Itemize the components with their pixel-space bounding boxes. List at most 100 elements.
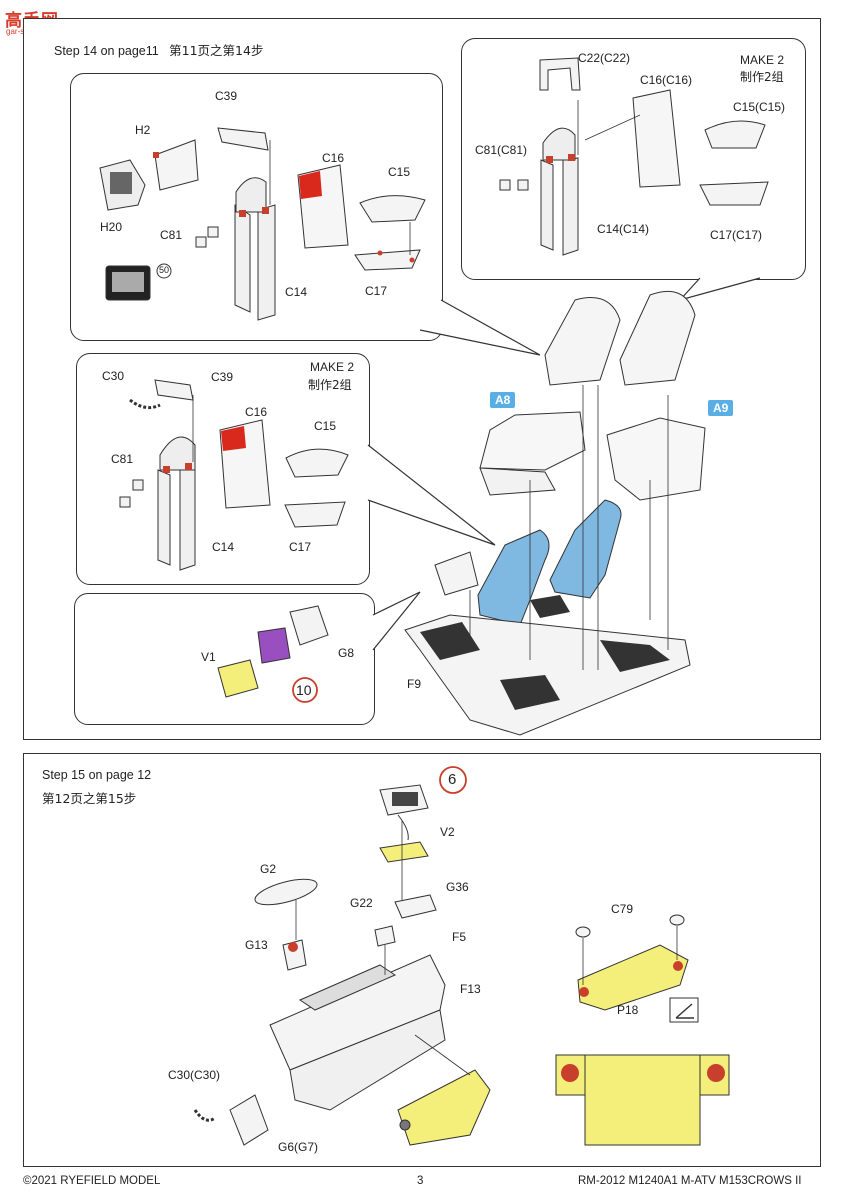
- step15-header-en: Step 15 on page 12: [42, 768, 152, 782]
- label-g6: G6(G7): [278, 1140, 319, 1154]
- part-c14-right: [540, 127, 579, 256]
- seat-blue-left: [477, 529, 550, 626]
- part-c14: [234, 177, 276, 321]
- part-h20: [99, 159, 146, 211]
- label-c30: C30(C30): [168, 1068, 221, 1082]
- label-c17-right: C17(C17): [710, 228, 763, 242]
- label-g36: G36: [446, 880, 469, 894]
- part-h2: [154, 139, 199, 191]
- label-c17-mid: C17: [289, 540, 312, 554]
- callout-lower: [74, 593, 375, 725]
- label-f5: F5: [452, 930, 467, 944]
- part-c39: [217, 127, 269, 151]
- label-v1: V1: [201, 650, 216, 664]
- part-g22: [374, 925, 396, 947]
- label-make2-mid: MAKE 2: [310, 360, 355, 374]
- label-c81: C81: [160, 228, 183, 242]
- label-c16-right: C16(C16): [640, 73, 693, 87]
- part-c81m-b: [119, 496, 131, 508]
- label-p18: P18: [617, 1003, 639, 1017]
- callout-right-top: [461, 38, 806, 280]
- label-f9: F9: [407, 677, 422, 691]
- part-p18-flat: [584, 1054, 701, 1146]
- label-v2: V2: [440, 825, 455, 839]
- label-f13: F13: [460, 982, 481, 996]
- part-yellow-pe: [397, 1069, 491, 1146]
- part-c81r-a: [517, 179, 529, 191]
- part-g36: [394, 894, 437, 919]
- label-c15-right: C15(C15): [733, 100, 786, 114]
- tag-a8: A8: [490, 392, 516, 408]
- part-c81-b: [195, 236, 207, 248]
- label-c79: C79: [611, 902, 634, 916]
- part-g8: [289, 605, 329, 646]
- label-c14: C14: [285, 285, 308, 299]
- part-c16-right: [632, 89, 681, 188]
- seat-blue-right: [549, 499, 622, 599]
- badge-6: [439, 766, 467, 794]
- label-g8: G8: [338, 646, 355, 660]
- part-c15-right: [704, 120, 766, 149]
- part-c79-b: [669, 914, 685, 926]
- part-g6: [229, 1094, 269, 1146]
- part-bracket: [434, 551, 479, 596]
- badge-6-text: 6: [448, 771, 457, 788]
- seat-right-top: [619, 290, 696, 386]
- part-c17-mid: [284, 501, 346, 528]
- part-c81r-b: [499, 179, 511, 191]
- part-purple-pe: [257, 627, 291, 664]
- frame-a8: [479, 411, 586, 471]
- part-c81m-a: [132, 479, 144, 491]
- part-f13: [289, 1009, 446, 1111]
- label-g13: G13: [245, 938, 268, 952]
- label-make2-mid-cn: 制作2组: [308, 378, 352, 392]
- footer-model: RM-2012 M1240A1 M-ATV M153CROWS II: [578, 1175, 802, 1187]
- part-v1: [217, 659, 259, 698]
- badge-50: [156, 263, 172, 279]
- step14-header: Step 14 on page11 第11页之第14步: [54, 43, 264, 58]
- seat-left-top: [544, 297, 621, 386]
- label-c81-mid: C81: [111, 452, 134, 466]
- label-c39-mid: C39: [211, 370, 234, 384]
- part-c22: [539, 57, 581, 91]
- part-c81-a: [207, 226, 219, 238]
- label-h2: H2: [135, 123, 151, 137]
- label-c15-mid: C15: [314, 419, 337, 433]
- label-h20: H20: [100, 220, 123, 234]
- label-make2-right: MAKE 2: [740, 53, 785, 67]
- label-make2-right-cn: 制作2组: [740, 70, 784, 84]
- part-c30-mid: [129, 398, 161, 410]
- part-g2: [254, 878, 318, 906]
- part-v2: [379, 841, 429, 863]
- label-c16: C16: [322, 151, 345, 165]
- label-c14-mid: C14: [212, 540, 235, 554]
- part-c30: [193, 1109, 216, 1122]
- footer-page-number: 3: [417, 1175, 424, 1187]
- part-c17-right: [699, 181, 769, 206]
- part-c15-mid: [285, 448, 349, 478]
- label-g2: G2: [260, 862, 277, 876]
- label-c30-mid: C30: [102, 369, 125, 383]
- frame-a9: [606, 417, 706, 501]
- label-c14-right: C14(C14): [597, 222, 650, 236]
- badge-10-text: 10: [296, 682, 312, 698]
- badge-50-text: 50: [159, 265, 170, 275]
- part-p18: [577, 944, 689, 1011]
- part-c14-mid: [157, 436, 196, 571]
- label-c22: C22(C22): [578, 51, 631, 65]
- badge-10: [292, 677, 318, 703]
- footer-copyright: ©2021 RYEFIELD MODEL: [23, 1175, 161, 1187]
- tag-a9: A9: [708, 400, 734, 416]
- label-c81-right: C81(C81): [475, 143, 528, 157]
- label-c16-mid: C16: [245, 405, 268, 419]
- step15-header-cn: 第12页之第15步: [42, 791, 137, 806]
- label-c39: C39: [215, 89, 238, 103]
- part-c79-a: [575, 926, 591, 938]
- part-c17: [354, 249, 421, 271]
- part-f5: [269, 954, 446, 1071]
- label-c17: C17: [365, 284, 388, 298]
- label-c15: C15: [388, 165, 411, 179]
- part-c15: [359, 195, 426, 223]
